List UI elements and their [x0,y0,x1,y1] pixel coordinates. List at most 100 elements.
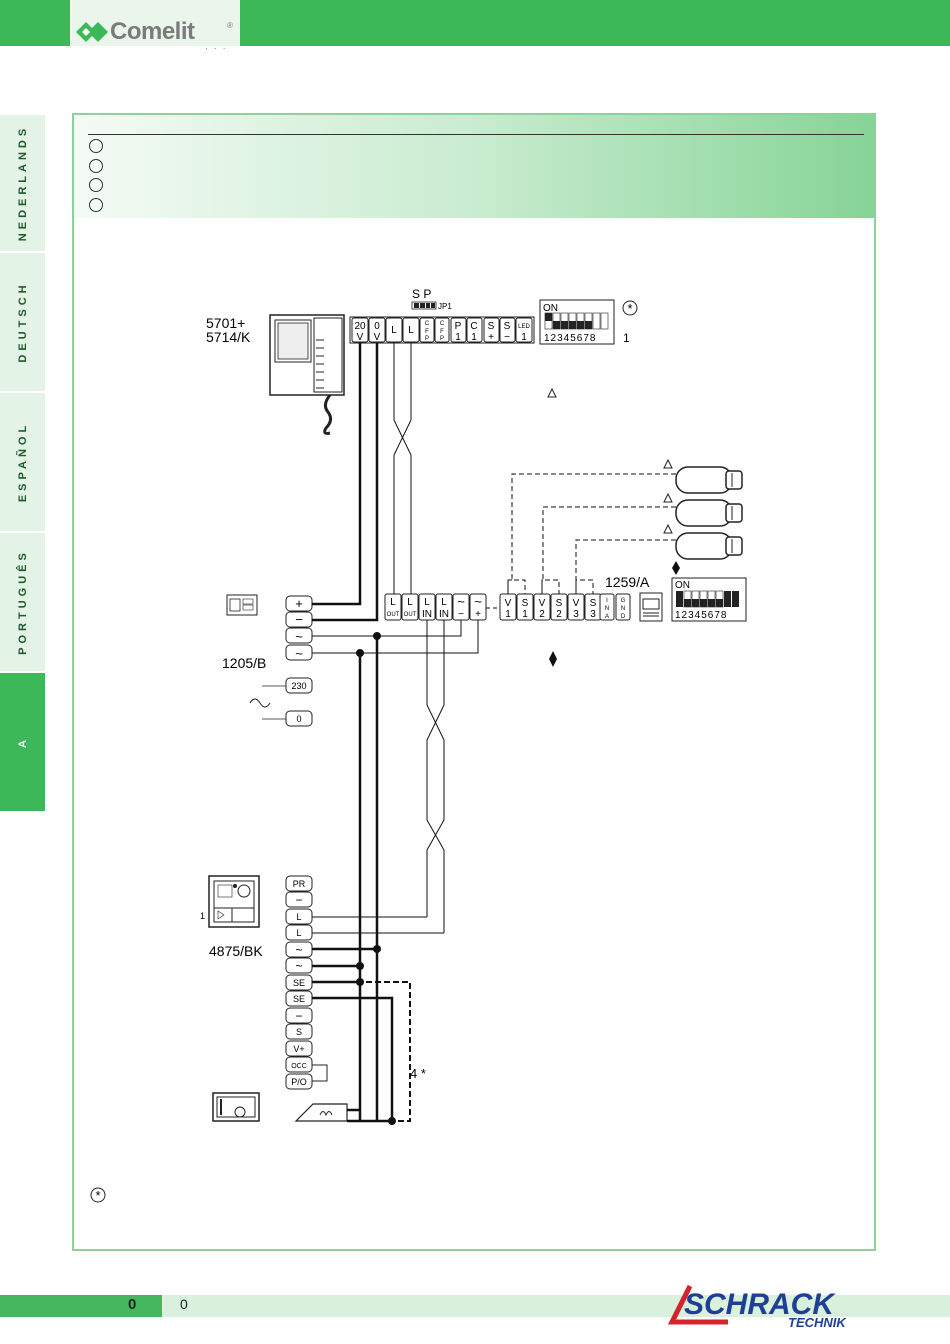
switcher-term-mid: N [621,606,625,612]
monitor-terminal-block: 20 V 0 V L L C F P C F P P 1 C 1 S + S −… [351,317,533,343]
camera-icon [675,499,743,527]
monitor-term-top: P [455,321,462,332]
schrack-brand-top: SCHRACK [684,1288,836,1321]
svg-text:*: * [627,301,632,316]
switcher-term-top: S [556,598,563,609]
switcher-term-bottom: 2 [556,609,562,620]
switcher-term-bottom: OUT [404,612,417,618]
switcher-term-bottom: D [621,614,626,620]
switcher-term-bottom: 2 [539,609,545,620]
psu-term: − [295,612,303,627]
panel-term: P/O [291,1077,307,1087]
switcher-term-top: V [505,598,512,609]
switcher-term-top: V [539,598,546,609]
monitor-term-top: L [391,325,397,336]
monitor-term-bottom: P [425,336,429,342]
switcher-term-bottom: 3 [573,609,579,620]
monitor-term-top: L [408,325,414,336]
monitor-term-bottom: − [504,332,510,343]
tab-active[interactable]: A [0,672,45,811]
language-circle-icon [89,139,103,153]
monitor-term-mid: F [425,329,429,335]
page-number-right: 0 [180,1296,188,1312]
switcher-term-top: L [407,597,413,608]
monitor-unit [269,314,345,435]
mains-term: 0 [296,714,301,724]
jumper-label: JP1 [438,302,452,311]
switcher-term-bottom: 3 [590,609,596,620]
panel-terminal-block: PR − L L ~ ~ SE SE − S V+ OCC P/O [285,875,313,1090]
switcher-term-bottom: OUT [387,612,400,618]
panel-term: V+ [293,1044,304,1054]
switcher-term-top: S [522,598,529,609]
panel-model: 4875/BK [209,943,263,959]
psu-device-icon [226,594,258,616]
panel-term: SE [293,994,305,1004]
switcher-model: 1259/A [605,574,650,590]
monitor-term-top: C [440,321,445,327]
dip-numbers: 12345678 [544,333,597,344]
switcher-term-top: ~ [457,594,465,609]
switcher-term-bottom: − [458,609,464,620]
brand-dots: · · · [205,44,228,53]
door-lock-icon [212,1092,260,1122]
switcher-term-bottom: IN [439,609,449,620]
jumper-jp1 [411,301,437,310]
switcher-term-top: L [424,597,430,608]
panel-term: ~ [295,943,302,957]
junction-dots [356,632,396,1125]
panel-term: − [295,893,302,907]
monitor-dip-switch [539,299,615,345]
monitor-term-top: C [425,321,430,327]
monitor-term-top: S [504,321,511,332]
monitor-term-bottom: 1 [455,332,461,343]
switcher-term-mid: N [605,606,609,612]
panel-term: ~ [295,959,302,973]
switcher-term-top: G [621,598,626,604]
wiring [312,343,676,1123]
lock-note: 4 * [410,1066,426,1081]
switcher-term-bottom: 1 [522,609,528,620]
panel-term: OCC [291,1063,307,1070]
switcher-term-top: S [590,598,597,609]
lock-coil-icon [294,1103,348,1122]
switcher-device-icon [639,592,663,622]
switcher-dip-switch [671,577,747,622]
diamond-marker-icon [549,651,557,667]
panel-term: L [296,928,301,938]
monitor-term-bottom: 1 [471,332,477,343]
language-circle-icon [89,178,103,192]
monitor-term-mid: F [440,329,444,335]
monitor-term-top: 20 [354,321,366,332]
dip-note-number: 1 [623,331,630,345]
comelit-logo[interactable]: Comelit ® [70,0,240,46]
switcher-term-bottom: IN [422,609,432,620]
monitor-term-top: 0 [374,321,380,332]
monitor-term-top: S [488,321,495,332]
dip-on-label: ON [543,303,558,314]
switcher-term-bottom: + [475,609,481,620]
ac-mains-icon [249,698,271,708]
tab-espanol[interactable]: ESPAÑOL [0,392,45,531]
triangle-marker-icon [547,387,557,398]
schrack-logo[interactable]: SCHRACK TECHNIK [668,1280,888,1330]
triangle-marker-icon [663,492,673,503]
tab-portugues[interactable]: PORTUGUÊS [0,532,45,671]
switcher-term-top: L [441,597,447,608]
monitor-term-bottom: P [440,336,444,342]
brand-registered-mark: ® [227,21,233,30]
schrack-brand-bottom: TECHNIK [788,1315,847,1330]
switcher-term-bottom: 1 [505,609,511,620]
monitor-model-b: 5714/K [206,329,251,345]
switcher-term-top: V [573,598,580,609]
psu-term: ~ [295,629,303,644]
mains-term: 230 [291,681,306,691]
tab-deutsch[interactable]: DEUTSCH [0,252,45,391]
panel-header [74,115,874,218]
footer-bar [0,1295,950,1317]
tab-nederlands[interactable]: NEDERLANDS [0,114,45,251]
triangle-marker-icon [663,523,673,534]
monitor-term-bottom: V [374,332,381,343]
header-rule [88,134,864,135]
